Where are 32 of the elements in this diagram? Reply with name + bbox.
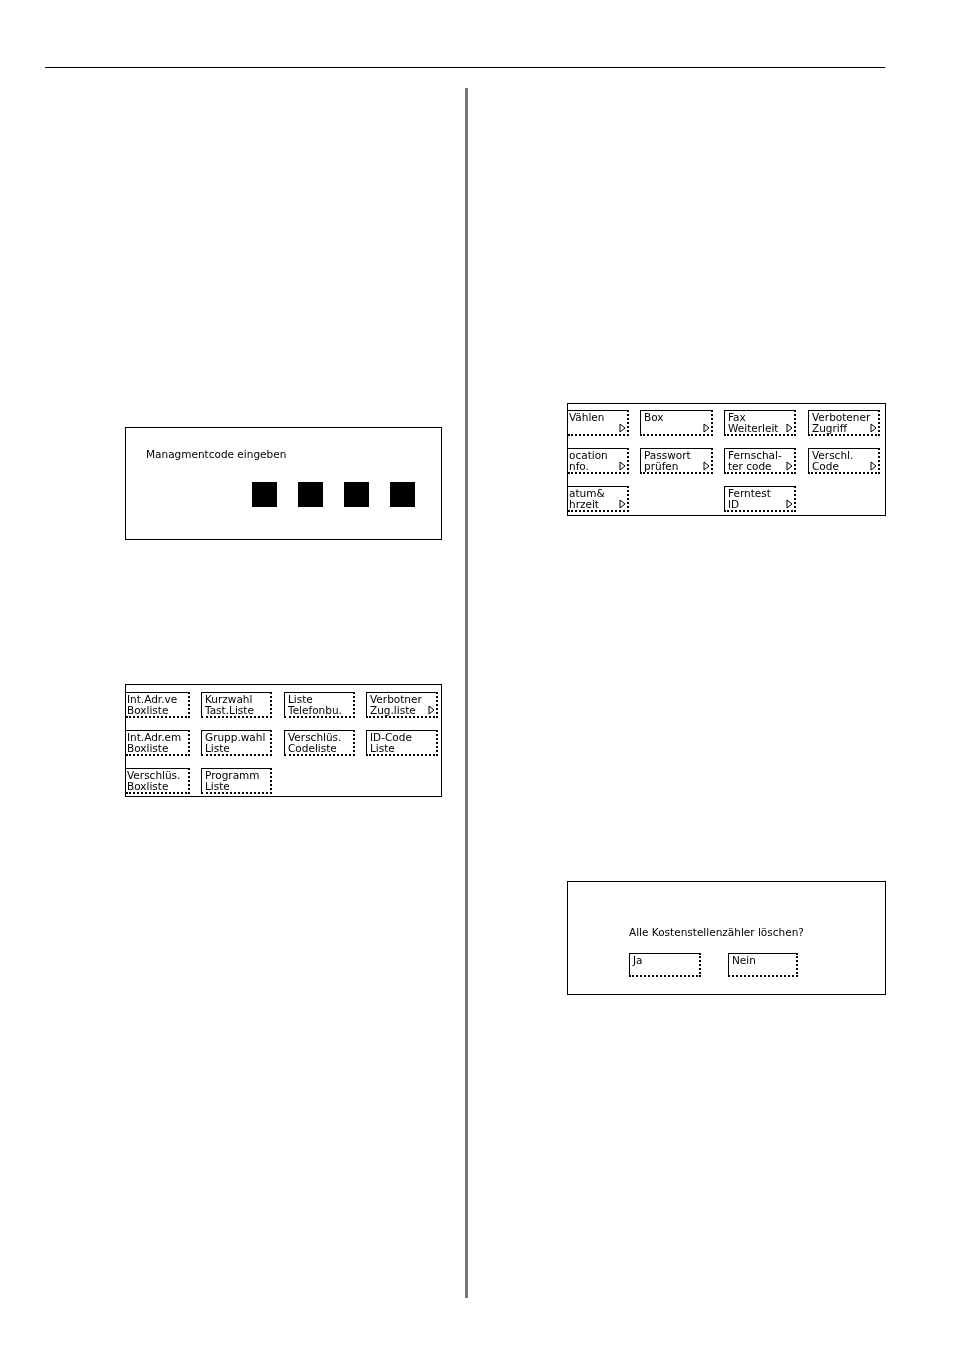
code-digit-box	[390, 482, 415, 507]
menu-button: Passwort prüfen	[640, 448, 713, 474]
menu-button: Ferntest ID	[724, 486, 796, 512]
menu-button: Verbotner Zug.liste	[366, 692, 438, 718]
menu-button: atum& hrzeit	[568, 486, 629, 512]
menu-button: Verschlüs. Codeliste	[284, 730, 355, 756]
menu-button: Kurzwahl Tast.Liste	[201, 692, 272, 718]
menu-button: ID-Code Liste	[366, 730, 438, 756]
code-digit-box	[298, 482, 323, 507]
menu-button: Liste Telefonbu.	[284, 692, 355, 718]
menu-button: Ja	[629, 953, 701, 977]
menu-button: Vählen	[568, 410, 629, 436]
menu-button: Verschlüs. Boxliste	[126, 768, 190, 794]
menu-button: ocation nfo.	[568, 448, 629, 474]
prompt-text: Managmentcode eingeben	[146, 448, 287, 460]
menu-button: Fax Weiterleit	[724, 410, 796, 436]
menu-button: Box	[640, 410, 713, 436]
code-digit-box	[252, 482, 277, 507]
menu-button: Int.Adr.em Boxliste	[126, 730, 190, 756]
menu-button: Int.Adr.ve Boxliste	[126, 692, 190, 718]
menu-button: Verbotener Zugriff	[808, 410, 880, 436]
code-digit-box	[344, 482, 369, 507]
menu-button: Verschl. Code	[808, 448, 880, 474]
menu-button: Grupp.wahl Liste	[201, 730, 272, 756]
screen-panel	[567, 403, 886, 516]
screen-panel	[125, 427, 442, 540]
prompt-text: Alle Kostenstellenzähler löschen?	[629, 926, 804, 938]
menu-button: Programm Liste	[201, 768, 272, 794]
menu-button: Fernschal- ter code	[724, 448, 796, 474]
menu-button: Nein	[728, 953, 798, 977]
screen-panel	[567, 881, 886, 995]
screen-panel	[125, 684, 442, 797]
